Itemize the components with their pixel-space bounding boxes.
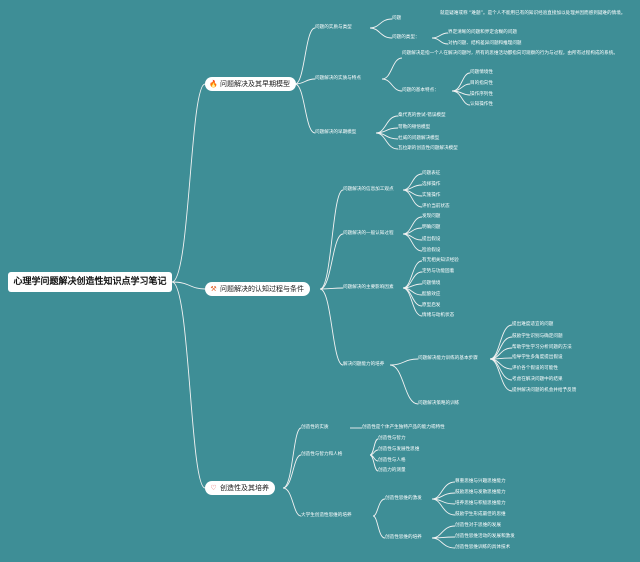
step-item[interactable]: 评价各个假设的可能性: [512, 366, 558, 371]
topic-ability-training[interactable]: 解决问题能力的培养: [343, 362, 385, 367]
list-item[interactable]: 选择操作: [422, 182, 441, 187]
list-item[interactable]: 有无相关知识经验: [422, 258, 459, 263]
feature-item[interactable]: 目的指向性: [470, 81, 493, 86]
topic-creativity-nature[interactable]: 创造性的实质: [301, 425, 329, 430]
list-item[interactable]: 问题表征: [422, 171, 441, 176]
connector: [171, 83, 206, 283]
topic-stimulation[interactable]: 创造性思维的激发: [385, 496, 422, 501]
step-item[interactable]: 帮助学生学习分析问题的方法: [512, 345, 572, 350]
model-item[interactable]: 瓦拉斯的创造性问题解决模型: [398, 146, 458, 151]
model-item[interactable]: 苛勒的顿悟模型: [398, 125, 431, 130]
step-item[interactable]: 鼓励学生识别与确定问题: [512, 334, 563, 339]
connector: [171, 281, 206, 489]
branch-creativity[interactable]: ♡创造性及其培养: [205, 481, 275, 495]
topic-training-steps[interactable]: 问题解决能力训练的基本步骤: [418, 356, 478, 361]
list-item[interactable]: 问题情境: [422, 281, 441, 286]
list-item[interactable]: 创造性思维活动的发展和激发: [455, 534, 515, 539]
list-item[interactable]: 创造性与智力: [378, 436, 406, 441]
step-item[interactable]: 考虑在解决问题中的结果: [512, 377, 563, 382]
heart-icon: ♡: [210, 484, 217, 492]
topic-cultivation[interactable]: 创造性思维的培养: [385, 535, 422, 540]
type-item[interactable]: 对抗问题、结构差异问题和推理问题: [448, 41, 522, 46]
topic-problem-nature[interactable]: 问题的实质与类型: [315, 25, 352, 30]
model-item[interactable]: 桑代克的尝试-错误模型: [398, 113, 446, 118]
type-item[interactable]: 界定清晰的问题和界定含糊的问题: [448, 30, 517, 35]
list-item[interactable]: 创造性思维训练的具体技术: [455, 545, 511, 550]
list-item[interactable]: 鼓励思维与发散思维能力: [455, 490, 506, 495]
topic-creative-thinking[interactable]: 大学生创造性思维的培养: [301, 513, 352, 518]
list-item[interactable]: 创造力的测量: [378, 468, 406, 473]
list-item[interactable]: 尊重思维与兴趣思维能力: [455, 479, 506, 484]
topic-solving-nature[interactable]: 问题解决的实质与特点: [315, 76, 361, 81]
list-item[interactable]: 定势与功能固着: [422, 269, 455, 274]
topic-influencing-factors[interactable]: 问题解决的主要影响因素: [343, 285, 394, 290]
list-item[interactable]: 创造性与发展性思维: [378, 447, 420, 452]
tools-icon: ⚒: [210, 285, 217, 293]
topic-creativity-intelligence[interactable]: 创造性与智力和人格: [301, 452, 343, 457]
step-item[interactable]: 提出难度适宜的问题: [512, 322, 554, 327]
branch-problem-solving-models[interactable]: 🔥问题解决及其早期模型: [205, 77, 296, 91]
problem-definition: 就是疑难或称 “难题”。是个人不能用已有的知识经验直接加以处理并因而感到疑难的情…: [440, 11, 626, 16]
list-item[interactable]: 发现问题: [422, 214, 441, 219]
list-item[interactable]: 情绪与动机状态: [422, 313, 455, 318]
topic-basic-features[interactable]: 问题的基本特点：: [402, 88, 439, 93]
list-item[interactable]: 创造性对于思维的发展: [455, 523, 501, 528]
topic-strategy-training[interactable]: 问题解决策略的训练: [418, 401, 460, 406]
list-item[interactable]: 评价当前状态: [422, 204, 450, 209]
list-item[interactable]: 明确问题: [422, 225, 441, 230]
list-item[interactable]: 培养思维与积极思维能力: [455, 501, 506, 506]
topic-problem[interactable]: 问题: [392, 16, 402, 21]
branch-label: 问题解决的认知过程与条件: [220, 285, 304, 293]
connector: [171, 281, 206, 290]
fire-icon: 🔥: [209, 80, 218, 88]
solving-definition: 问题解决是指一个人在解决问题时，所有的思维活动都指向可观察的行为与过程，由所有过…: [402, 51, 618, 56]
topic-problem-types[interactable]: 问题的类型：: [392, 35, 420, 40]
list-item[interactable]: 原型启发: [422, 303, 441, 308]
list-item[interactable]: 检验假设: [422, 248, 441, 253]
feature-item[interactable]: 问题情境性: [470, 70, 493, 75]
list-item[interactable]: 鼓励学生形成最佳的思维: [455, 512, 506, 517]
list-item[interactable]: 实施操作: [422, 193, 441, 198]
root-topic[interactable]: 心理学问题解决创造性知识点学习笔记: [8, 272, 172, 292]
list-item[interactable]: 酝酿效应: [422, 292, 441, 297]
model-item[interactable]: 杜威的问题解决模型: [398, 136, 440, 141]
creativity-definition[interactable]: 创造性是个体产生独特产品的能力或特性: [362, 425, 445, 430]
topic-general-process[interactable]: 问题解决的一般认知过程: [343, 231, 394, 236]
branch-label: 创造性及其培养: [220, 484, 269, 492]
step-item[interactable]: 指导学生多角度提出假设: [512, 355, 563, 360]
list-item[interactable]: 创造性与人格: [378, 458, 406, 463]
feature-item[interactable]: 认知操作性: [470, 102, 493, 107]
list-item[interactable]: 提出假设: [422, 237, 441, 242]
branch-cognitive-process[interactable]: ⚒问题解决的认知过程与条件: [205, 282, 310, 296]
topic-early-models[interactable]: 问题解决的早期模型: [315, 130, 357, 135]
step-item[interactable]: 提供解决问题的机会并给予反馈: [512, 388, 577, 393]
branch-label: 问题解决及其早期模型: [220, 80, 290, 88]
feature-item[interactable]: 操作序列性: [470, 92, 493, 97]
topic-info-processing[interactable]: 问题解决的信息加工观点: [343, 187, 394, 192]
